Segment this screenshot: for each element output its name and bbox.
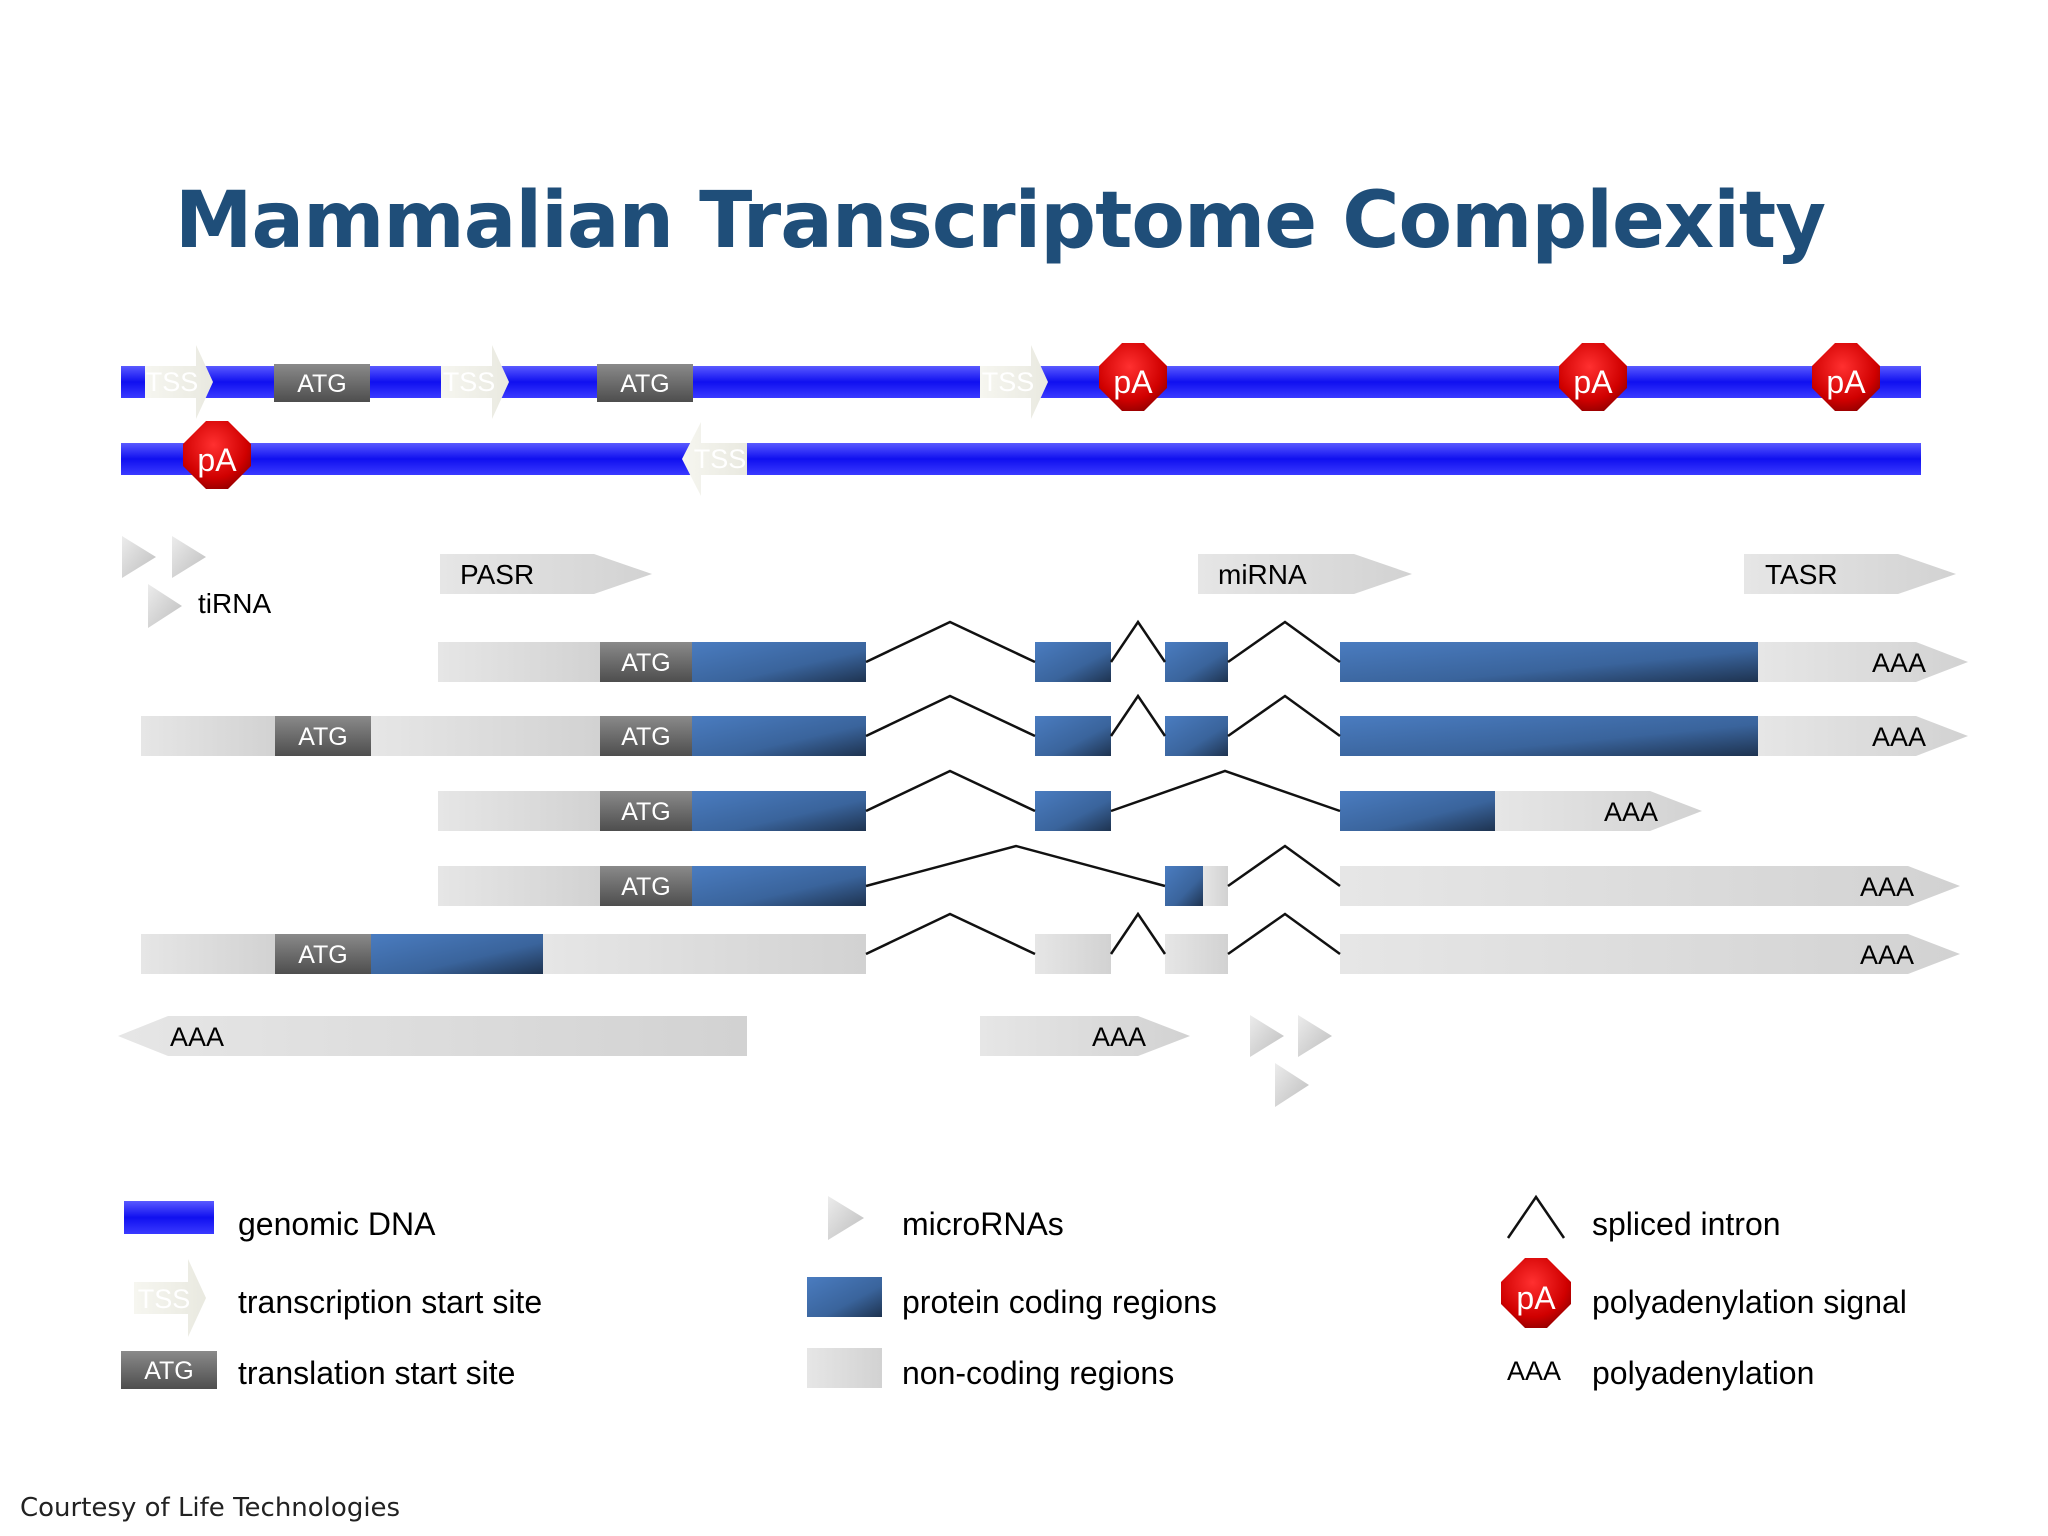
- svg-text:AAA: AAA: [1872, 722, 1926, 752]
- spliced-intron: [865, 620, 1036, 664]
- atg-box: [275, 716, 371, 756]
- mirna-triangle: [1250, 1015, 1284, 1057]
- tasr-arrow: TASR: [1744, 554, 1956, 594]
- atg-box: [600, 716, 692, 756]
- transcript-1: ATG AAA: [438, 619, 1968, 682]
- atg-box: ATG: [274, 364, 370, 402]
- atg-box: [275, 934, 371, 974]
- svg-text:AAA: AAA: [1860, 940, 1914, 970]
- spliced-intron: [1227, 912, 1341, 956]
- legend-spliced-intron-swatch: [1506, 1194, 1566, 1239]
- spliced-intron: [865, 769, 1036, 813]
- tss-marker: TSS: [145, 345, 213, 419]
- legend-noncoding-label: non-coding regions: [902, 1355, 1174, 1391]
- atg-box: ATG: [597, 364, 693, 402]
- antisense-transcript: AAA: [118, 1016, 747, 1056]
- svg-text:AAA: AAA: [170, 1022, 224, 1052]
- transcript-4: ATG AAA: [438, 844, 1960, 906]
- legend-pa-swatch: pA: [1501, 1258, 1571, 1328]
- svg-text:AAA: AAA: [1872, 648, 1926, 678]
- svg-text:ATG: ATG: [298, 941, 348, 969]
- mirna-arrow: miRNA: [1198, 554, 1412, 594]
- svg-text:ATG: ATG: [621, 873, 671, 901]
- spliced-intron: [865, 844, 1166, 888]
- mirna-triangle: [1298, 1015, 1332, 1057]
- svg-text:TSS: TSS: [982, 367, 1035, 397]
- mirna-triangle: [148, 584, 182, 628]
- mirna-triangle: [172, 536, 206, 578]
- svg-text:TSS: TSS: [694, 444, 747, 474]
- transcript-3: ATG AAA: [438, 769, 1702, 831]
- svg-text:pA: pA: [197, 442, 237, 478]
- svg-text:AAA: AAA: [1092, 1022, 1146, 1052]
- pa-signal: pA: [1559, 343, 1627, 411]
- tirna-label: tiRNA: [198, 588, 271, 619]
- atg-box: [600, 642, 692, 682]
- spliced-intron: [1109, 693, 1167, 737]
- spliced-intron: [1227, 694, 1341, 738]
- svg-text:miRNA: miRNA: [1218, 559, 1307, 590]
- legend-pa-label: polyadenylation signal: [1592, 1284, 1907, 1320]
- credit-text: Courtesy of Life Technologies: [20, 1493, 401, 1523]
- legend-tss-swatch: TSS: [134, 1259, 206, 1337]
- svg-text:pA: pA: [1573, 364, 1613, 400]
- spliced-intron: [1110, 769, 1341, 813]
- legend-coding-swatch: [807, 1277, 882, 1317]
- svg-text:ATG: ATG: [297, 370, 347, 398]
- svg-text:ATG: ATG: [620, 370, 670, 398]
- pa-signal: pA: [1812, 343, 1880, 411]
- pa-signal: pA: [1099, 343, 1167, 411]
- svg-text:TSS: TSS: [443, 367, 496, 397]
- legend-tss-label: transcription start site: [238, 1284, 542, 1320]
- mirna-triangle: [1275, 1063, 1309, 1107]
- transcript-5: ATG AAA: [141, 911, 1960, 974]
- legend-micrornas-label: microRNAs: [902, 1206, 1064, 1242]
- legend-atg-swatch: ATG: [121, 1351, 217, 1389]
- spliced-intron: [865, 912, 1036, 956]
- legend-microrna-swatch: [828, 1196, 864, 1240]
- spliced-intron: [1109, 619, 1167, 663]
- legend-coding-label: protein coding regions: [902, 1284, 1217, 1320]
- legend-noncoding-swatch: [807, 1348, 882, 1388]
- tss-marker: TSS: [441, 345, 509, 419]
- svg-text:pA: pA: [1826, 364, 1866, 400]
- legend-aaa-swatch: AAA: [1507, 1356, 1561, 1386]
- pa-signal: pA: [183, 421, 251, 489]
- mirna-triangle: [122, 536, 156, 578]
- svg-text:AAA: AAA: [1860, 872, 1914, 902]
- tss-marker-reverse: TSS: [682, 422, 747, 496]
- genomic-dna-strand-bottom: [121, 443, 1921, 475]
- spliced-intron: [1109, 911, 1167, 955]
- transcript-2: ATG ATG AAA: [141, 693, 1968, 756]
- svg-text:ATG: ATG: [621, 798, 671, 826]
- spliced-intron: [1227, 844, 1341, 888]
- svg-text:TSS: TSS: [146, 367, 199, 397]
- legend-genomic-dna-swatch: [124, 1201, 214, 1234]
- spliced-intron: [865, 694, 1036, 738]
- short-transcript: AAA: [980, 1016, 1190, 1056]
- svg-text:TASR: TASR: [1765, 559, 1838, 590]
- legend-polyadenylation-label: polyadenylation: [1592, 1355, 1814, 1391]
- svg-text:pA: pA: [1113, 364, 1153, 400]
- atg-box: [600, 866, 692, 906]
- legend-atg-label: translation start site: [238, 1355, 515, 1391]
- spliced-intron: [1227, 620, 1341, 664]
- pasr-arrow: PASR: [440, 554, 652, 594]
- svg-text:TSS: TSS: [138, 1284, 191, 1314]
- svg-text:ATG: ATG: [621, 723, 671, 751]
- tss-marker: TSS: [980, 345, 1048, 419]
- svg-text:AAA: AAA: [1604, 797, 1658, 827]
- svg-text:pA: pA: [1516, 1280, 1556, 1316]
- svg-text:ATG: ATG: [298, 723, 348, 751]
- svg-text:ATG: ATG: [621, 649, 671, 677]
- svg-text:PASR: PASR: [460, 559, 534, 590]
- legend-spliced-intron-label: spliced intron: [1592, 1206, 1781, 1242]
- legend: genomic DNA TSS transcription start site…: [121, 1194, 1907, 1391]
- atg-box: [600, 791, 692, 831]
- page-title: Mammalian Transcriptome Complexity: [174, 176, 1826, 266]
- svg-text:ATG: ATG: [144, 1357, 194, 1385]
- legend-genomic-dna-label: genomic DNA: [238, 1206, 436, 1242]
